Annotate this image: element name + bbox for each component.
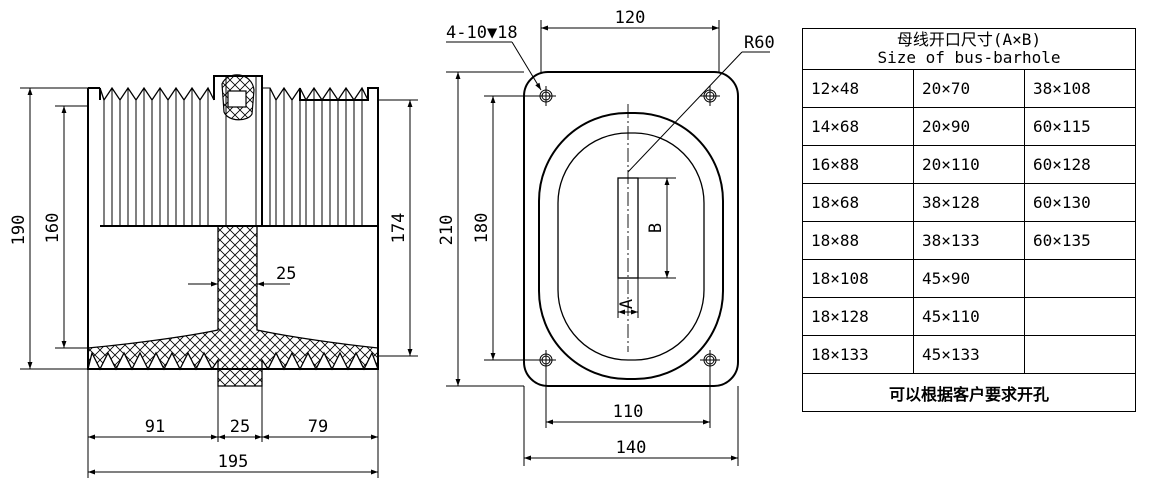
side-view-outline bbox=[87, 87, 379, 370]
hole-callout: 4-10▼18 bbox=[446, 23, 518, 43]
table-cell bbox=[1024, 335, 1136, 374]
table-cell: 18×88 bbox=[802, 221, 914, 260]
table-cell: 18×128 bbox=[802, 297, 914, 336]
cross-section-hatch bbox=[87, 225, 379, 387]
corrugation-left bbox=[99, 86, 215, 102]
table-cell: 18×108 bbox=[802, 259, 914, 298]
front-view: 4-10▼18 120 R60 210 180 B A 110 bbox=[437, 8, 775, 466]
technical-drawing: 190 160 174 25 91 25 79 195 bbox=[9, 8, 775, 478]
table-row: 14×68 20×90 60×115 bbox=[802, 107, 1136, 146]
dim-160: 160 bbox=[43, 213, 63, 244]
table-row: 16×88 20×110 60×128 bbox=[802, 145, 1136, 184]
corrugation-right bbox=[269, 86, 301, 102]
outer-oval bbox=[538, 112, 724, 380]
table-cell: 60×115 bbox=[1024, 107, 1136, 146]
table-cell: 20×70 bbox=[913, 69, 1025, 108]
label-b: B bbox=[646, 223, 666, 233]
dim-120: 120 bbox=[615, 8, 646, 28]
table-title-cn: 母线开口尺寸(A×B) bbox=[896, 30, 1042, 49]
table-cell: 38×128 bbox=[913, 183, 1025, 222]
dim-79: 79 bbox=[308, 417, 328, 437]
table-row: 18×128 45×110 bbox=[802, 297, 1136, 336]
table-cell: 60×135 bbox=[1024, 221, 1136, 260]
dim-210: 210 bbox=[437, 215, 457, 246]
dim-110: 110 bbox=[613, 402, 644, 422]
table-cell: 60×128 bbox=[1024, 145, 1136, 184]
dim-25-bottom: 25 bbox=[230, 417, 250, 437]
label-a: A bbox=[617, 299, 637, 309]
table-cell: 18×133 bbox=[802, 335, 914, 374]
dim-174: 174 bbox=[389, 213, 409, 244]
radius-label: R60 bbox=[744, 33, 775, 53]
table-header: 母线开口尺寸(A×B) Size of bus-barhole bbox=[802, 28, 1136, 70]
table-cell: 38×133 bbox=[913, 221, 1025, 260]
table-cell: 45×110 bbox=[913, 297, 1025, 336]
table-cell bbox=[1024, 297, 1136, 336]
table-cell: 16×88 bbox=[802, 145, 914, 184]
table-cell: 12×48 bbox=[802, 69, 914, 108]
dim-91: 91 bbox=[145, 417, 165, 437]
table-title-en: Size of bus-barhole bbox=[877, 48, 1061, 67]
table-footer: 可以根据客户要求开孔 bbox=[802, 373, 1136, 412]
dim-180: 180 bbox=[472, 213, 492, 244]
dim-195: 195 bbox=[218, 452, 249, 472]
table-cell: 45×90 bbox=[913, 259, 1025, 298]
table-row: 18×133 45×133 bbox=[802, 335, 1136, 374]
table-row: 12×48 20×70 38×108 bbox=[802, 69, 1136, 108]
dim-25-web: 25 bbox=[276, 264, 296, 284]
inner-oval bbox=[557, 132, 705, 361]
table-cell: 20×90 bbox=[913, 107, 1025, 146]
table-cell: 14×68 bbox=[802, 107, 914, 146]
table-cell bbox=[1024, 259, 1136, 298]
bus-barhole-size-table: 母线开口尺寸(A×B) Size of bus-barhole 12×48 20… bbox=[802, 28, 1136, 412]
table-row: 18×68 38×128 60×130 bbox=[802, 183, 1136, 222]
table-row: 18×88 38×133 60×135 bbox=[802, 221, 1136, 260]
dim-140: 140 bbox=[616, 438, 647, 458]
front-flange bbox=[523, 71, 739, 387]
table-row: 18×108 45×90 bbox=[802, 259, 1136, 298]
dim-190: 190 bbox=[9, 215, 29, 246]
table-cell: 45×133 bbox=[913, 335, 1025, 374]
table-cell: 20×110 bbox=[913, 145, 1025, 184]
table-cell: 18×68 bbox=[802, 183, 914, 222]
table-cell: 60×130 bbox=[1024, 183, 1136, 222]
side-view: 190 160 174 25 91 25 79 195 bbox=[9, 74, 418, 478]
table-cell: 38×108 bbox=[1024, 69, 1136, 108]
